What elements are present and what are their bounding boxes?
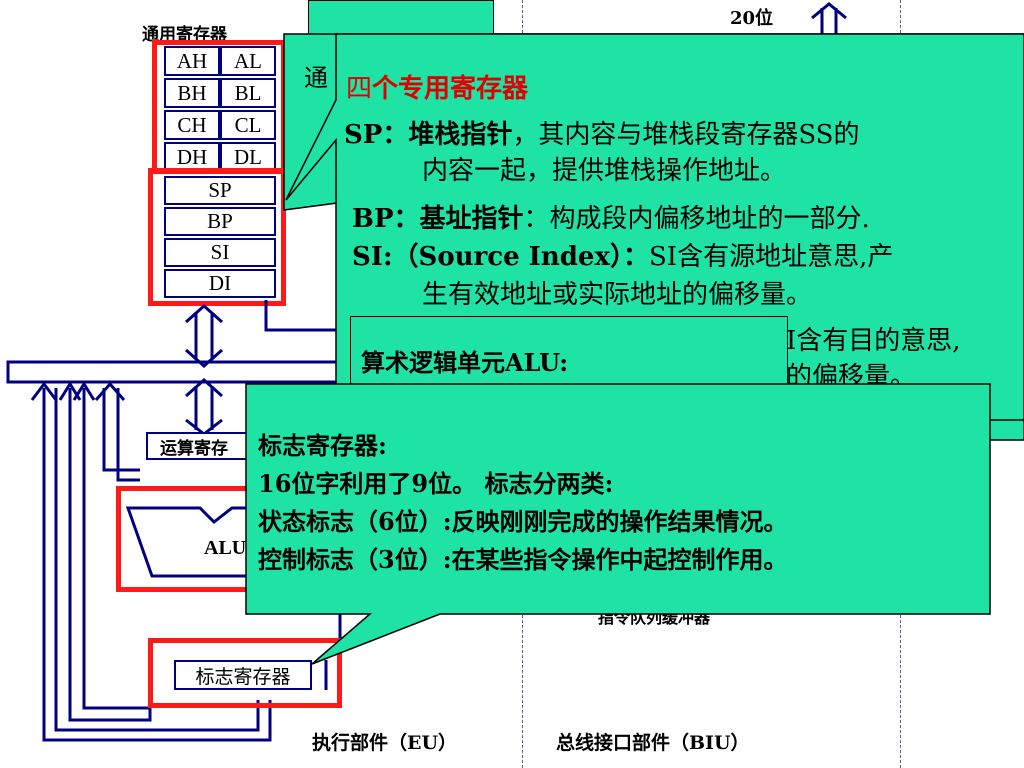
bp-desc: ：构成段内偏移地址的一部分. xyxy=(523,204,870,234)
register-si: SI xyxy=(164,238,276,267)
si-term: SI:（Source Index）： xyxy=(352,242,649,272)
register-ch: CH xyxy=(164,110,220,140)
register-cl: CL xyxy=(220,110,276,140)
highlight-16bit-registers xyxy=(148,168,286,306)
register-bp: BP xyxy=(164,207,276,236)
register-di: DI xyxy=(164,269,276,298)
eu-footer: 执行部件（EU） xyxy=(312,732,458,754)
sp-desc-2: 内容一起，提供堆栈操作地址。 xyxy=(422,156,787,186)
si-desc-2: 生有效地址或实际地址的偏移量。 xyxy=(422,280,813,310)
alu-callout-title: 算术逻辑单元ALU: xyxy=(361,348,569,377)
address-bus-width-label: 20位 xyxy=(730,8,774,29)
sp-term: SP：堆栈指针 xyxy=(344,120,513,150)
flags-title: 标志寄存器: xyxy=(258,431,387,460)
bus-operand-arrow xyxy=(185,377,223,436)
flags-line-4: 控制标志（3位）:在某些指令操作中起控制作用。 xyxy=(258,545,788,574)
flags-line-3: 状态标志（6位）:反映刚刚完成的操作结果情况。 xyxy=(258,507,788,536)
biu-footer: 总线接口部件（BIU） xyxy=(556,732,750,754)
register-al: AL xyxy=(220,46,276,76)
special-title: 个专用寄存器 xyxy=(372,74,529,104)
di-partial: I含有目的意思, xyxy=(786,326,961,356)
sp-desc: ，其内容与堆栈段寄存器SS的 xyxy=(512,120,860,150)
flags-register-box: 标志寄存器 xyxy=(174,660,312,690)
operand-register: 运算寄存 xyxy=(146,432,250,460)
highlight-flags-register xyxy=(148,638,342,708)
callout-flags: 标志寄存器: 16位字利用了9位。 标志分两类: 状态标志（6位）:反映刚刚完成… xyxy=(246,384,990,614)
alu-label: ALU xyxy=(204,537,247,559)
register-sp: SP xyxy=(164,176,276,205)
register-bus-arrow xyxy=(185,303,223,369)
flags-line-2: 16位字利用了9位。 标志分两类: xyxy=(258,469,614,498)
callout-general-text: 通 xyxy=(304,64,328,92)
di-bus-line xyxy=(264,300,340,332)
alu-shape xyxy=(125,506,252,578)
register-dl: DL xyxy=(220,142,276,172)
bp-term: BP：基址指针 xyxy=(352,204,524,234)
biu-top-arrows xyxy=(811,2,847,34)
register-bl: BL xyxy=(220,78,276,108)
si-desc: SI含有源地址意思,产 xyxy=(648,242,894,272)
special-title-prefix: 四 xyxy=(346,74,373,104)
register-ah: AH xyxy=(164,46,220,76)
register-bh: BH xyxy=(164,78,220,108)
